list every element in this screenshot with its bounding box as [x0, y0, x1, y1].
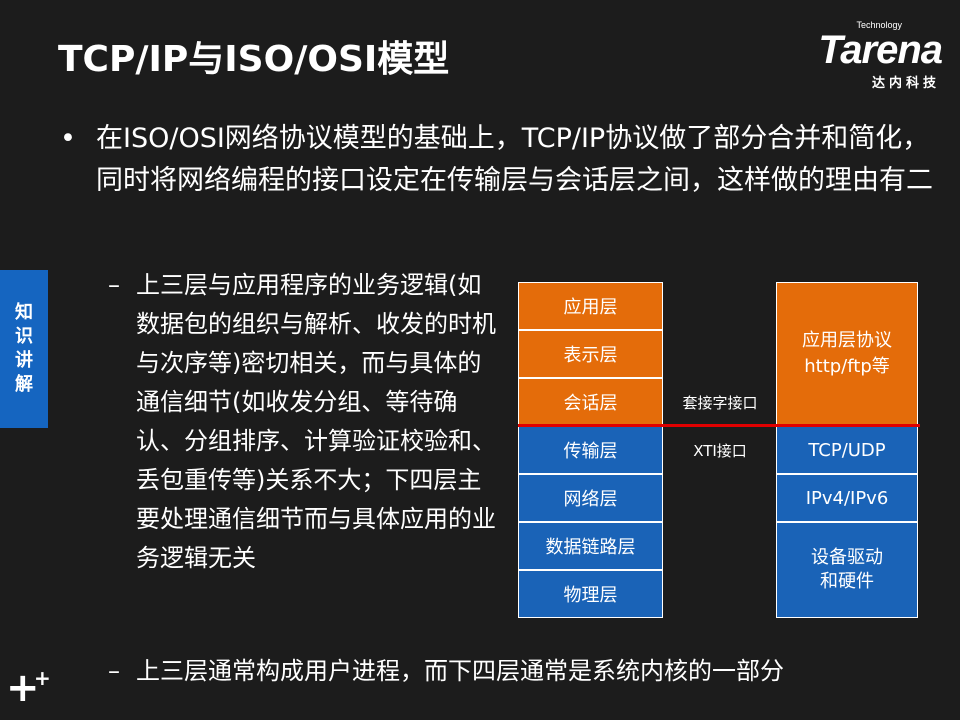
side-tab-char: 识 [15, 326, 33, 347]
slide-title: TCP/IP与ISO/OSI模型 [58, 39, 450, 80]
tcpip-layer-internet: IPv4/IPv6 [776, 474, 918, 522]
sub-bullet-dash: – [108, 657, 120, 685]
logo-technology-text: Technology [856, 20, 902, 30]
osi-layer-network: 网络层 [518, 474, 663, 522]
osi-layer-application: 应用层 [518, 282, 663, 330]
xti-interface-label: XTI接口 [693, 442, 747, 460]
side-tab-char: 知 [15, 302, 33, 323]
corner-plus-icon: + [6, 665, 40, 711]
logo-subtitle-text: 达内科技 [871, 76, 940, 91]
sub-bullet-1-text: 上三层与应用程序的业务逻辑(如数据包的组织与解析、收发的时机与次序等)密切相关，… [136, 271, 496, 572]
side-tab-char: 讲 [15, 350, 33, 371]
logo-brand-text: Tarena [818, 28, 943, 72]
socket-interface-label: 套接字接口 [682, 394, 758, 412]
side-tab-knowledge: 知 识 讲 解 [0, 270, 48, 428]
tcpip-layer-link: 设备驱动 和硬件 [776, 522, 918, 618]
interface-divider-line [518, 424, 920, 427]
bullet-dot: • [60, 123, 76, 154]
osi-layer-transport: 传输层 [518, 426, 663, 474]
corner-plus-small-icon: + [34, 666, 51, 690]
sub-bullet-2-text: 上三层通常构成用户进程，而下四层通常是系统内核的一部分 [136, 657, 784, 685]
tarena-logo: Technology Tarena 达内科技 [782, 18, 943, 91]
main-bullet-text: 在ISO/OSI网络协议模型的基础上，TCP/IP协议做了部分合并和简化，同时将… [96, 123, 933, 196]
sub-bullet-dash: – [108, 271, 120, 299]
osi-layer-physical: 物理层 [518, 570, 663, 618]
side-tab-char: 解 [15, 374, 33, 395]
osi-layer-session: 会话层 [518, 378, 663, 426]
osi-layer-datalink: 数据链路层 [518, 522, 663, 570]
tcpip-layer-application: 应用层协议 http/ftp等 [776, 282, 918, 426]
osi-layer-presentation: 表示层 [518, 330, 663, 378]
tcpip-layer-transport: TCP/UDP [776, 426, 918, 474]
